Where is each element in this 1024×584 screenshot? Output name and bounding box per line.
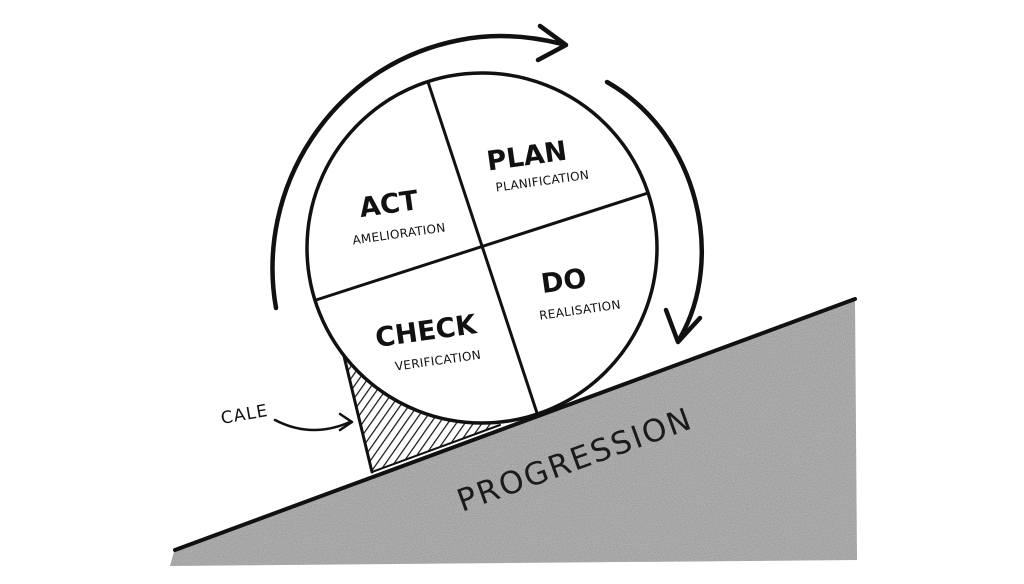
cycle-arrow-right [604,79,705,345]
wheel-divider-horizontal [314,191,650,302]
wedge-callout: CALE [219,401,354,432]
quadrant-do-title: DO [539,263,588,300]
wedge-pointer-arrow [273,418,352,432]
wedge-label: CALE [219,401,269,429]
pdca-wheel [305,71,659,425]
cycle-arrow-top [270,23,569,311]
ramp [170,297,857,566]
